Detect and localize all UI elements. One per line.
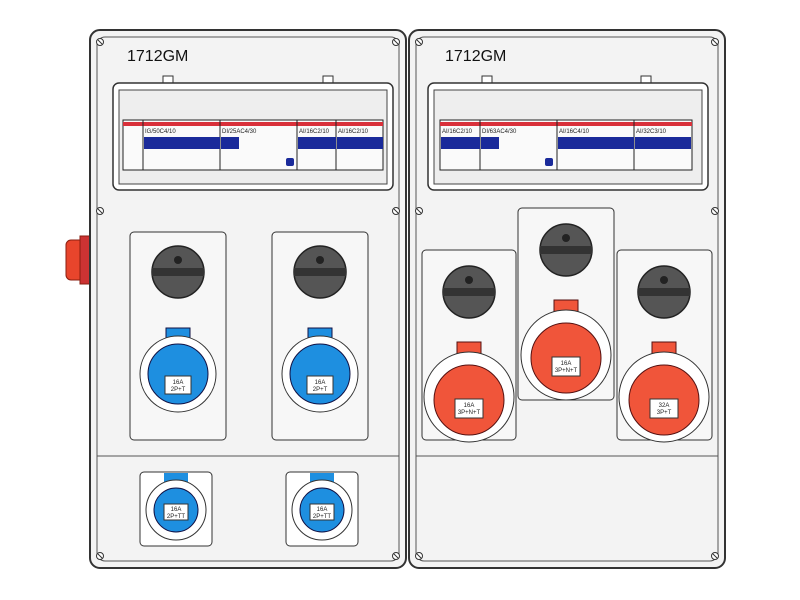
switch-socket-module: 16A 2P+T	[129, 231, 227, 441]
switch-socket-module: 16A 3P+N+T	[517, 207, 615, 401]
rotary-switch-knob[interactable]	[637, 265, 691, 319]
red-socket[interactable]: 16A 3P+N+T	[423, 341, 515, 443]
enclosure-left: 1712GM IG/50C4/10 DI/25AC4/30 AI/16C2/10…	[89, 29, 407, 569]
breaker-label: AI/16C2/10	[299, 129, 330, 135]
svg-text:16A: 16A	[464, 403, 475, 409]
svg-text:16A: 16A	[315, 380, 326, 386]
rotary-switch-knob[interactable]	[293, 245, 347, 299]
svg-text:16A: 16A	[317, 507, 328, 513]
red-socket[interactable]: 32A 3P+T	[618, 341, 710, 443]
breaker-label: AI/32C3/10	[636, 129, 667, 135]
svg-text:2P+T: 2P+T	[313, 387, 328, 393]
svg-text:3P+N+T: 3P+N+T	[555, 368, 578, 374]
svg-text:2P+TT: 2P+TT	[167, 514, 186, 520]
breaker-label: IG/50C4/10	[145, 129, 176, 135]
breaker-label: DI/63AC4/30	[482, 129, 517, 135]
svg-text:32A: 32A	[659, 403, 670, 409]
svg-text:16A: 16A	[171, 507, 182, 513]
enclosure-title: 1712GM	[445, 48, 506, 65]
rotary-switch-knob[interactable]	[539, 223, 593, 277]
svg-text:16A: 16A	[561, 361, 572, 367]
rotary-switch-knob[interactable]	[442, 265, 496, 319]
breaker-window[interactable]: IG/50C4/10 DI/25AC4/30 AI/16C2/10 AI/16C…	[112, 82, 394, 191]
svg-text:3P+T: 3P+T	[657, 410, 672, 416]
svg-text:16A: 16A	[173, 380, 184, 386]
svg-text:2P+TT: 2P+TT	[313, 514, 332, 520]
blue-socket-small[interactable]: 16A 2P+TT	[285, 471, 359, 547]
svg-text:3P+N+T: 3P+N+T	[458, 410, 481, 416]
enclosure-title: 1712GM	[127, 48, 188, 65]
breaker-label: DI/25AC4/30	[222, 129, 257, 135]
switch-socket-module: 16A 3P+N+T	[421, 249, 517, 443]
breaker-window[interactable]: AI/16C2/10 DI/63AC4/30 AI/16C4/10 AI/32C…	[427, 82, 709, 191]
switch-socket-module: 32A 3P+T	[616, 249, 713, 443]
breaker-label: AI/16C2/10	[338, 129, 369, 135]
emergency-stop-button[interactable]	[65, 235, 93, 285]
breaker-label: AI/16C4/10	[559, 129, 590, 135]
rotary-switch-knob[interactable]	[151, 245, 205, 299]
breaker-label: AI/16C2/10	[442, 129, 473, 135]
enclosure-right: 1712GM AI/16C2/10 DI/63AC4/30 AI/16C4/10…	[408, 29, 726, 569]
blue-socket[interactable]: 16A 2P+T	[139, 327, 217, 413]
blue-socket[interactable]: 16A 2P+T	[281, 327, 359, 413]
switch-socket-module: 16A 2P+T	[271, 231, 369, 441]
blue-socket-small[interactable]: 16A 2P+TT	[139, 471, 213, 547]
red-socket[interactable]: 16A 3P+N+T	[520, 299, 612, 401]
svg-text:2P+T: 2P+T	[171, 387, 186, 393]
